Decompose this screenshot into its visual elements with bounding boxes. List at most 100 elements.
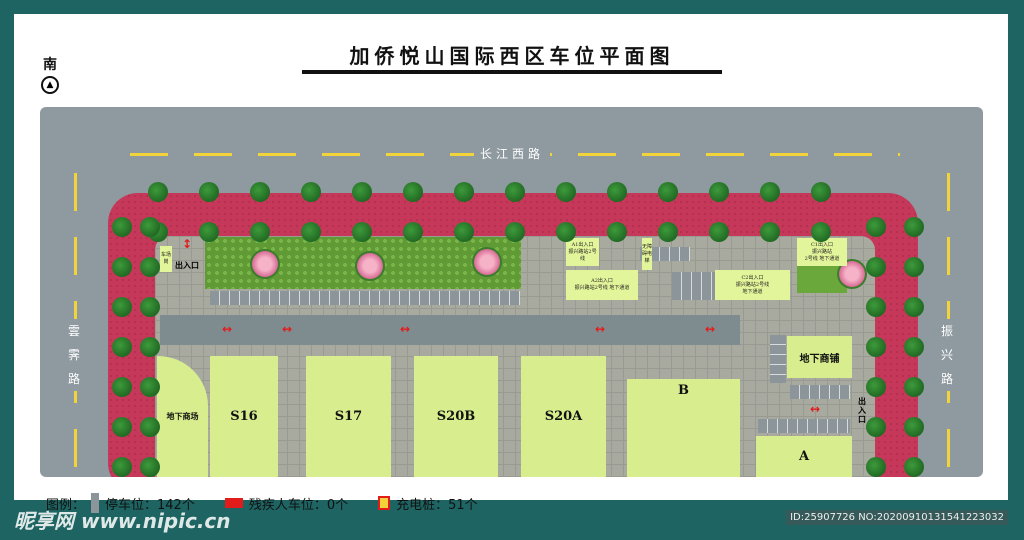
blossom-tree bbox=[355, 251, 385, 281]
tree bbox=[112, 297, 132, 317]
tree bbox=[112, 377, 132, 397]
block-s17: S17 bbox=[306, 356, 391, 477]
disabled-swatch bbox=[224, 498, 243, 508]
page-title: 加侨悦山国际西区车位平面图 bbox=[349, 44, 675, 68]
tree bbox=[454, 222, 474, 242]
tree bbox=[301, 182, 321, 202]
tree bbox=[658, 222, 678, 242]
legend-parking: 停车位：142个 bbox=[105, 497, 195, 513]
tree bbox=[811, 182, 831, 202]
tree bbox=[658, 182, 678, 202]
road-label-left: 雲霁路 bbox=[68, 319, 82, 391]
parking-row bbox=[770, 335, 786, 383]
tree bbox=[709, 182, 729, 202]
tree bbox=[607, 222, 627, 242]
tree bbox=[140, 417, 160, 437]
title-underline bbox=[302, 70, 722, 74]
legend-disabled: 残疾人车位：0个 bbox=[248, 497, 349, 513]
direction-arrow: ↔ bbox=[810, 402, 821, 416]
direction-arrow: ↕ bbox=[182, 237, 193, 251]
tree bbox=[760, 222, 780, 242]
tree bbox=[866, 377, 886, 397]
legend-title: 图例： bbox=[46, 497, 86, 513]
driving-aisle bbox=[160, 315, 740, 345]
parking-swatch bbox=[91, 493, 100, 513]
direction-arrow: ↔ bbox=[705, 322, 716, 336]
road-label-right: 振兴路 bbox=[941, 319, 955, 391]
tree bbox=[352, 182, 372, 202]
tree bbox=[250, 182, 270, 202]
legend: 图例： 停车位：142个 残疾人车位：0个 充电桩：51个 bbox=[46, 493, 478, 513]
direction-arrow: ↔ bbox=[595, 322, 606, 336]
tree bbox=[866, 257, 886, 277]
tree bbox=[904, 417, 924, 437]
tree bbox=[866, 417, 886, 437]
tree bbox=[811, 222, 831, 242]
tree bbox=[140, 297, 160, 317]
tree bbox=[709, 222, 729, 242]
guard-booth: 车场岗 bbox=[160, 246, 172, 272]
tree bbox=[112, 457, 132, 477]
road-label-top: 长江西路 bbox=[474, 145, 551, 162]
parking-row bbox=[758, 419, 850, 433]
tree bbox=[505, 222, 525, 242]
tree bbox=[556, 222, 576, 242]
exit-label: 出入口 bbox=[858, 397, 866, 424]
sign-elevator: 无障碍电梯 bbox=[642, 238, 652, 270]
parking-row bbox=[210, 291, 520, 305]
tree bbox=[112, 217, 132, 237]
sign-a2: A2出入口振兴路站2号线 地下通道 bbox=[566, 270, 638, 300]
tree bbox=[866, 457, 886, 477]
sign-c2: C2出入口振兴路站2号线地下通道 bbox=[715, 270, 790, 300]
entrance-label: 出入口 bbox=[175, 261, 199, 270]
tree bbox=[140, 217, 160, 237]
block-b: B bbox=[627, 379, 740, 477]
block-underground-shops: 地下商铺 bbox=[787, 336, 852, 378]
tree bbox=[112, 337, 132, 357]
tree bbox=[866, 217, 886, 237]
tree bbox=[556, 182, 576, 202]
block-s20a: S20A bbox=[521, 356, 606, 477]
tree bbox=[199, 182, 219, 202]
block-a: A bbox=[756, 436, 852, 477]
watermark-id: ID:25907726 NO:20200910131541223032 bbox=[786, 510, 1008, 525]
tree bbox=[904, 377, 924, 397]
tree bbox=[148, 182, 168, 202]
tree bbox=[199, 222, 219, 242]
tree bbox=[505, 182, 525, 202]
tree bbox=[250, 222, 270, 242]
tree bbox=[904, 337, 924, 357]
tree bbox=[140, 257, 160, 277]
tree bbox=[904, 217, 924, 237]
sign-a1: A1出入口振兴路站2号线 bbox=[566, 238, 599, 266]
tree bbox=[112, 417, 132, 437]
legend-charger: 充电桩：51个 bbox=[396, 497, 478, 513]
direction-arrow: ↔ bbox=[222, 322, 233, 336]
blossom-tree bbox=[472, 247, 502, 277]
tree bbox=[866, 297, 886, 317]
block-s20b: S20B bbox=[414, 356, 498, 477]
direction-arrow: ↔ bbox=[400, 322, 411, 336]
parking-row bbox=[672, 272, 722, 300]
tree bbox=[140, 377, 160, 397]
blossom-tree bbox=[250, 249, 280, 279]
tree bbox=[904, 257, 924, 277]
watermark-logo: 昵享网 www.nipic.cn bbox=[14, 509, 231, 533]
tree bbox=[112, 257, 132, 277]
tree bbox=[403, 182, 423, 202]
direction-arrow: ↔ bbox=[282, 322, 293, 336]
tree bbox=[301, 222, 321, 242]
site-map: 长江西路 雲霁路 振兴路 车场岗 出入口 ↕ 出入口 A1出入口振兴路站2号线 … bbox=[40, 107, 983, 477]
tree bbox=[904, 297, 924, 317]
tree bbox=[904, 457, 924, 477]
compass-icon: ▲ bbox=[41, 76, 59, 94]
tree bbox=[760, 182, 780, 202]
tree bbox=[403, 222, 423, 242]
tree bbox=[607, 182, 627, 202]
tree bbox=[454, 182, 474, 202]
charger-swatch bbox=[378, 496, 391, 510]
parking-row bbox=[640, 247, 690, 261]
block-s16: S16 bbox=[210, 356, 278, 477]
orientation-label: 南 bbox=[43, 57, 57, 73]
